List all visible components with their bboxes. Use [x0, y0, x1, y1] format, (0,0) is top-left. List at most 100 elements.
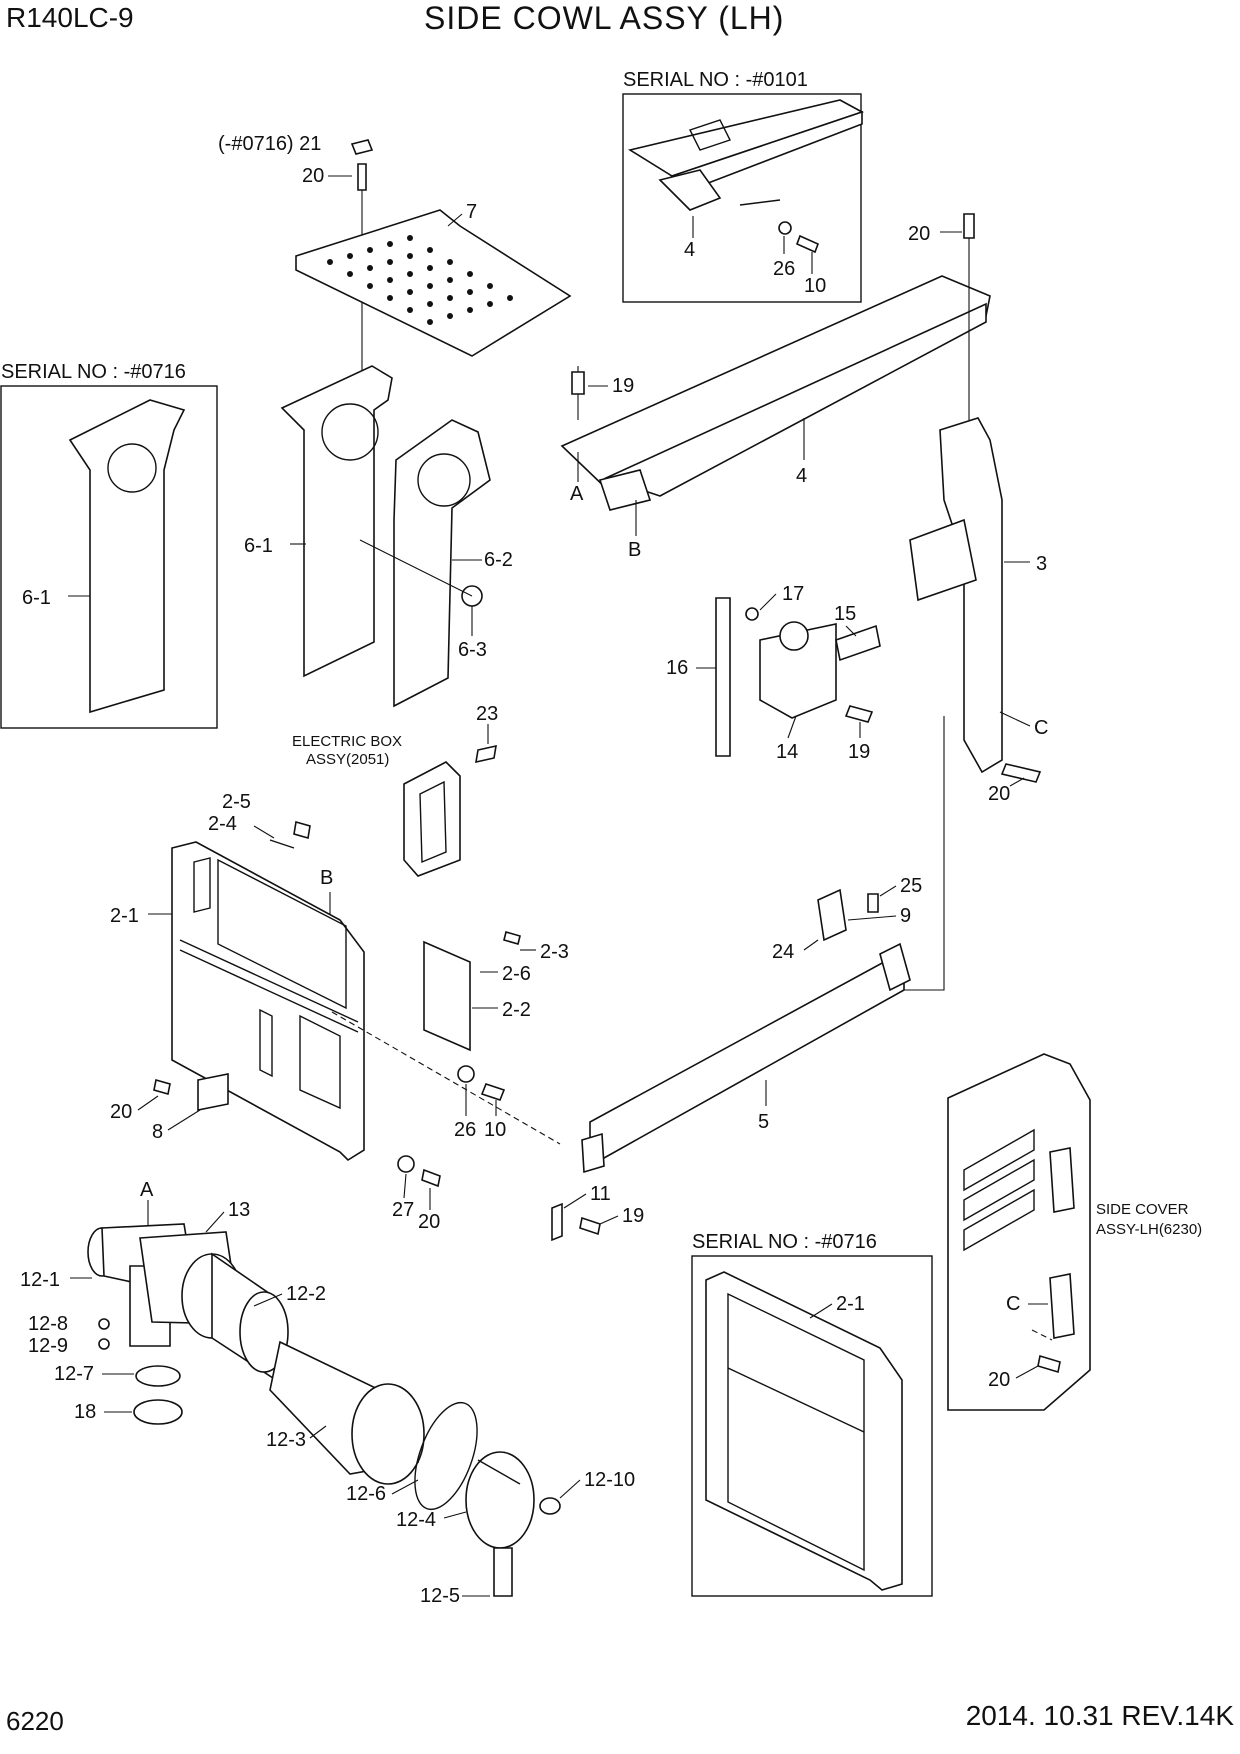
bracket-6-group: 6-1 6-2 6-3 — [244, 365, 513, 708]
o-ring-12-6 — [414, 1401, 478, 1511]
callout-2-3: 2-3 — [540, 941, 569, 963]
side-cover-note-2: ASSY-LH(6230) — [1096, 1221, 1202, 1238]
serial-box-bottom-right: SERIAL NO : -#0716 2-1 — [691, 1231, 933, 1597]
bolt-icon — [293, 820, 311, 840]
callout-11: 11 — [590, 1183, 611, 1205]
clamp-12-7 — [135, 1365, 181, 1387]
side-panel-group: 2-5 2-4 B 2-1 2-3 2-6 2-2 20 8 26 10 — [110, 791, 569, 1162]
serial-label-bottom-right: SERIAL NO : -#0716 — [692, 1231, 877, 1253]
rail-4-group: 19 4 A B — [560, 275, 991, 561]
serial-label-left: SERIAL NO : -#0716 — [1, 361, 186, 383]
callout-12-5: 12-5 — [420, 1585, 460, 1607]
bar-5-group: 25 9 24 5 — [581, 716, 945, 1174]
electric-box — [403, 761, 461, 877]
cover-12-4 — [465, 1451, 535, 1549]
washer-icon — [778, 221, 792, 235]
rail-end-bracket — [598, 469, 652, 511]
callout-12-3: 12-3 — [266, 1429, 306, 1451]
page-number: 6220 — [6, 1706, 64, 1736]
side-cover-group: SIDE COVER ASSY-LH(6230) C 20 — [947, 1053, 1202, 1411]
callout-12-9: 12-9 — [28, 1335, 68, 1357]
callout-20-f: 20 — [988, 1369, 1010, 1391]
indicator-12-10 — [539, 1497, 561, 1515]
bolt-icon — [357, 163, 367, 191]
callout-12-8: 12-8 — [28, 1313, 68, 1335]
callout-C-1: C — [1034, 717, 1048, 739]
callout-12-7: 12-7 — [54, 1363, 94, 1385]
callout-B-2: B — [320, 867, 333, 889]
clip-9 — [817, 888, 847, 942]
bolt-icon — [503, 931, 521, 945]
callout-23: 23 — [476, 703, 498, 725]
bolt-icon — [844, 705, 874, 723]
bar-5 — [589, 961, 905, 1159]
valve-12-5 — [493, 1547, 513, 1597]
reservoir-cap — [779, 621, 809, 651]
reservoir-group: 17 15 16 14 19 — [666, 583, 881, 763]
callout-4-box: 4 — [684, 239, 695, 261]
bracket-6-1 — [280, 365, 393, 678]
cover-plate-group: (-#0716) 21 20 7 — [218, 133, 572, 400]
callout-12-2: 12-2 — [286, 1283, 326, 1305]
callout-10-box: 10 — [804, 275, 826, 297]
callout-19-b: 19 — [848, 741, 870, 763]
bolt-icon — [475, 744, 497, 764]
callout-12-6: 12-6 — [346, 1483, 386, 1505]
callout-16: 16 — [666, 657, 688, 679]
callout-2-1-box: 2-1 — [836, 1293, 865, 1315]
date-revision: 2014. 10.31 REV.14K — [965, 1700, 1234, 1731]
bolt-icon — [480, 1083, 506, 1101]
callout-2-6: 2-6 — [502, 963, 531, 985]
side-panel-2-1 — [171, 841, 365, 1162]
bolt-icon — [1037, 1354, 1061, 1374]
air-filter-group: A 13 12-2 12-1 12-8 12-9 12-7 18 12-3 12… — [20, 1179, 635, 1607]
callout-21: (-#0716) 21 — [218, 133, 321, 155]
callout-C-2: C — [1006, 1293, 1020, 1315]
callout-5: 5 — [758, 1111, 769, 1133]
callout-20-e: 20 — [418, 1211, 440, 1233]
bolt-icon — [579, 1216, 601, 1236]
callout-14: 14 — [776, 741, 798, 763]
upright-3 — [939, 417, 1003, 774]
callout-10-b: 10 — [484, 1119, 506, 1141]
hose-16 — [715, 597, 731, 757]
callout-20-b: 20 — [908, 223, 930, 245]
callout-4: 4 — [796, 465, 807, 487]
bolt-icon — [795, 234, 820, 254]
serial-label-top-right: SERIAL NO : -#0101 — [623, 69, 808, 91]
callout-2-1: 2-1 — [110, 905, 139, 927]
callout-20-c: 20 — [988, 783, 1010, 805]
upright-3-group: 20 3 C 20 — [908, 213, 1048, 805]
callout-7: 7 — [466, 201, 477, 223]
bracket-11-group: 27 20 11 19 — [392, 1155, 644, 1242]
bolt-icon — [963, 213, 975, 239]
callout-6-1-left: 6-1 — [22, 587, 51, 609]
callout-27: 27 — [392, 1199, 414, 1221]
bracket-plate — [658, 169, 722, 211]
electric-box-note-2: ASSY(2051) — [306, 751, 389, 768]
callout-12-10: 12-10 — [584, 1469, 635, 1491]
callout-20-d: 20 — [110, 1101, 132, 1123]
callout-26-box: 26 — [773, 258, 795, 280]
clamp-17 — [745, 607, 759, 621]
callout-6-3: 6-3 — [458, 639, 487, 661]
bolt-icon — [867, 893, 879, 913]
bolt-icon — [571, 371, 585, 395]
callout-A-2: A — [140, 1179, 154, 1201]
callout-B-1: B — [628, 539, 641, 561]
reservoir-14 — [759, 623, 837, 719]
plug-12-9 — [98, 1338, 110, 1350]
clamp-18 — [133, 1399, 183, 1425]
washer-27 — [397, 1155, 415, 1173]
callout-26-b: 26 — [454, 1119, 476, 1141]
callout-13: 13 — [228, 1199, 250, 1221]
electric-box-group: ELECTRIC BOX ASSY(2051) 23 — [292, 703, 498, 877]
bracket-11 — [551, 1202, 563, 1242]
callout-8: 8 — [152, 1121, 163, 1143]
frame-2-1-alt — [705, 1271, 903, 1591]
callout-19-c: 19 — [622, 1205, 644, 1227]
side-cover — [947, 1053, 1091, 1411]
callout-2-2: 2-2 — [502, 999, 531, 1021]
electric-box-note-1: ELECTRIC BOX — [292, 733, 402, 750]
